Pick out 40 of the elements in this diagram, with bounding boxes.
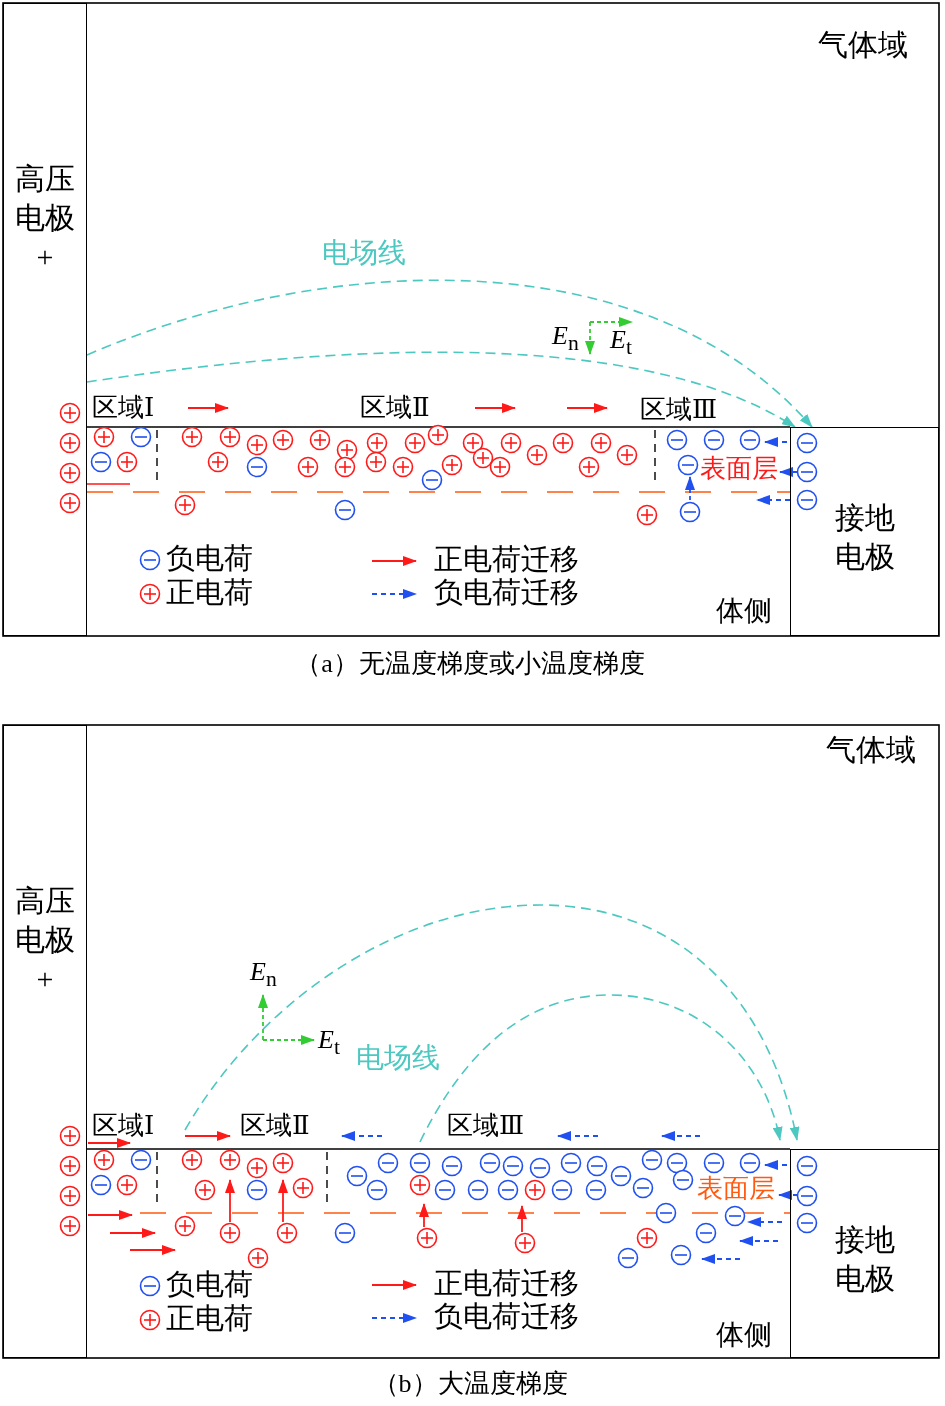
domain-label: 气体域 (826, 733, 916, 766)
caption: （a）无温度梯度或小温度梯度 (294, 650, 646, 679)
field-component-label: E$_{n}$ (552, 322, 579, 356)
side-label: 体侧 (716, 596, 772, 627)
electrode-box (790, 427, 939, 636)
polarity-sign: + (35, 961, 55, 997)
legend-label: 正电荷 (166, 1303, 253, 1335)
field-line (86, 351, 796, 428)
field-component-label: E$_{t}$ (610, 326, 632, 360)
electrode-column (3, 3, 87, 636)
electrode-label: 接地电极 (833, 1222, 896, 1297)
legend-label: 正电荷迁移 (434, 1268, 579, 1300)
layer-label: 表面层 (700, 455, 778, 484)
electrode-column (3, 725, 87, 1358)
region-label: 区域Ⅱ (240, 1112, 310, 1141)
field-line-label: 电场线 (322, 238, 406, 269)
domain-label: 气体域 (818, 28, 908, 61)
region-label: 区域Ⅱ (360, 394, 430, 423)
layer-label: 表面层 (697, 1175, 775, 1204)
field-line (86, 279, 813, 428)
electrode-label: 接地电极 (833, 500, 896, 575)
field-component-label: E$_{t}$ (318, 1026, 340, 1060)
legend-label: 正电荷 (166, 577, 253, 609)
caption: （b）大温度梯度 (371, 1370, 569, 1399)
electrode-box (790, 1149, 939, 1358)
field-line-label: 电场线 (356, 1043, 440, 1074)
legend-label: 负电荷迁移 (434, 577, 579, 609)
legend-label: 负电荷 (166, 1269, 253, 1301)
region-label: 区域Ⅲ (640, 396, 718, 425)
side-label: 体侧 (716, 1320, 772, 1351)
electrode-label: 高压电极 (14, 883, 76, 958)
legend-label: 负电荷 (166, 543, 253, 575)
legend-label: 正电荷迁移 (434, 544, 579, 576)
legend-label: 负电荷迁移 (434, 1301, 579, 1333)
electrode-label: 高压电极 (14, 161, 76, 236)
region-label: 区域Ⅲ (447, 1112, 525, 1141)
field-component-label: E$_{n}$ (250, 958, 277, 992)
region-label: 区域Ⅰ (92, 1112, 155, 1141)
polarity-sign: + (35, 239, 55, 275)
region-label: 区域Ⅰ (92, 394, 155, 423)
